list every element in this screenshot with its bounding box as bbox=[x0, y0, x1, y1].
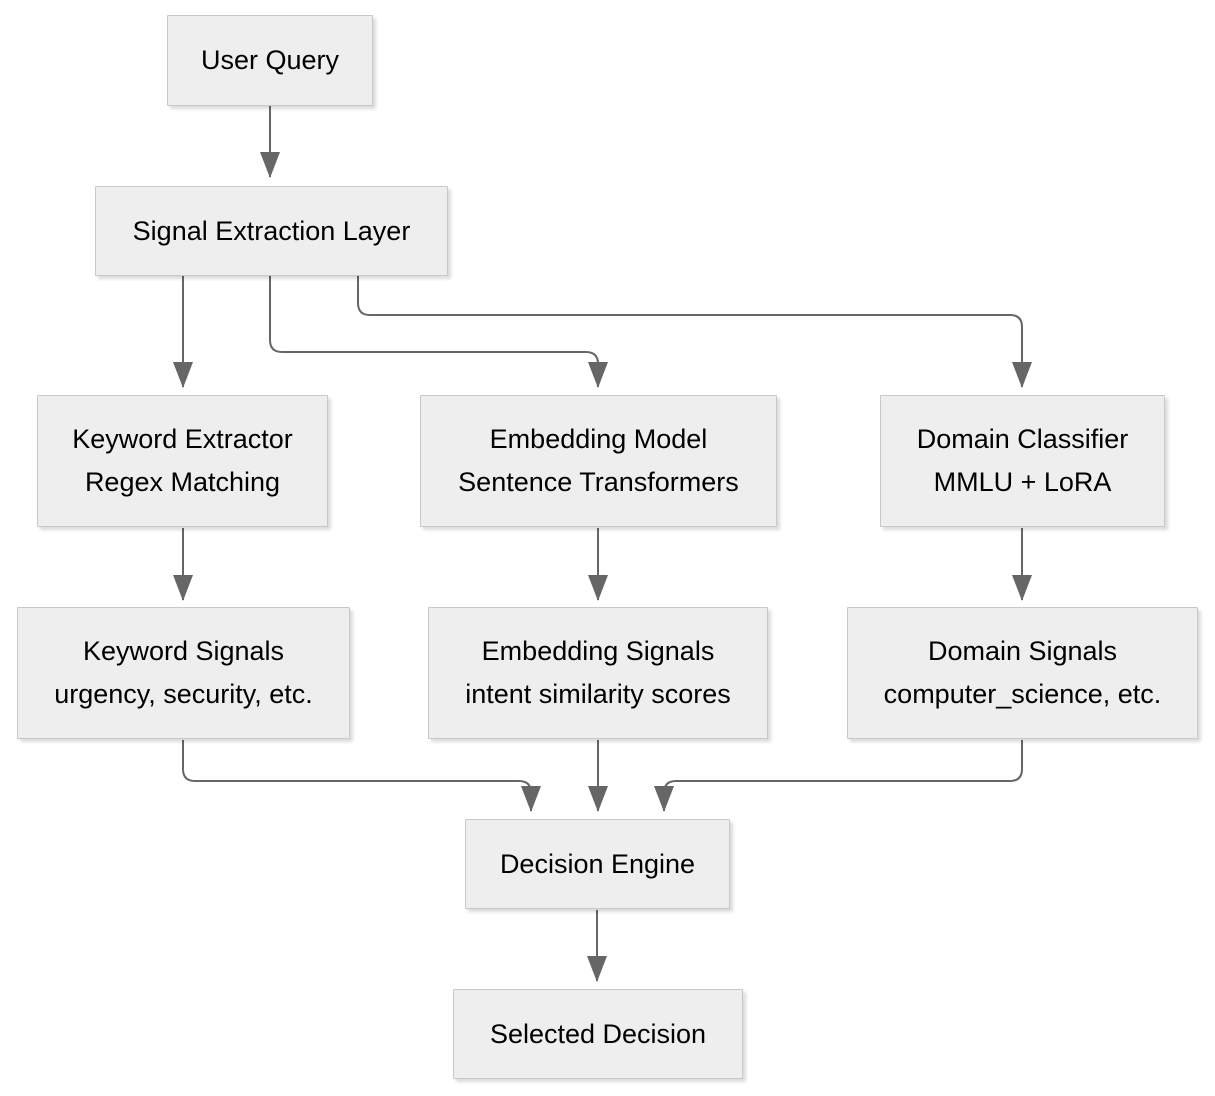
node-keyword-extractor: Keyword Extractor Regex Matching bbox=[37, 395, 328, 527]
node-domain-signals: Domain Signals computer_science, etc. bbox=[847, 607, 1198, 739]
node-keyword-signals: Keyword Signals urgency, security, etc. bbox=[17, 607, 350, 739]
node-embedding-model: Embedding Model Sentence Transformers bbox=[420, 395, 777, 527]
node-label: Keyword Extractor bbox=[72, 424, 293, 454]
node-label: User Query bbox=[200, 45, 340, 75]
node-user-query: User Query bbox=[167, 15, 373, 106]
node-label: Selected Decision bbox=[489, 1018, 707, 1049]
edge-signal-extraction-to-embedding-model bbox=[269, 276, 608, 388]
edge-keyword-signals-to-decision-engine bbox=[182, 740, 541, 812]
node-label: Domain Signals bbox=[927, 636, 1118, 666]
node-decision-engine: Decision Engine bbox=[465, 819, 730, 909]
edge-signal-extraction-to-domain-classifier bbox=[357, 276, 1032, 388]
node-sublabel: MMLU + LoRA bbox=[933, 467, 1112, 497]
node-label: Domain Classifier bbox=[916, 424, 1129, 454]
node-domain-classifier: Domain Classifier MMLU + LoRA bbox=[880, 395, 1165, 527]
node-selected-decision: Selected Decision bbox=[453, 989, 743, 1079]
node-label: Signal Extraction Layer bbox=[132, 215, 411, 246]
node-sublabel: computer_science, etc. bbox=[883, 679, 1162, 709]
edge-domain-signals-to-decision-engine bbox=[654, 740, 1023, 812]
node-sublabel: intent similarity scores bbox=[465, 679, 731, 709]
node-label: Embedding Signals bbox=[481, 636, 715, 666]
node-sublabel: urgency, security, etc. bbox=[54, 679, 313, 709]
node-label: Decision Engine bbox=[499, 848, 696, 879]
node-label: Embedding Model bbox=[489, 424, 708, 454]
node-signal-extraction-layer: Signal Extraction Layer bbox=[95, 186, 448, 276]
node-label: Keyword Signals bbox=[82, 636, 285, 666]
node-sublabel: Sentence Transformers bbox=[458, 467, 739, 497]
node-embedding-signals: Embedding Signals intent similarity scor… bbox=[428, 607, 768, 739]
node-sublabel: Regex Matching bbox=[84, 467, 281, 497]
